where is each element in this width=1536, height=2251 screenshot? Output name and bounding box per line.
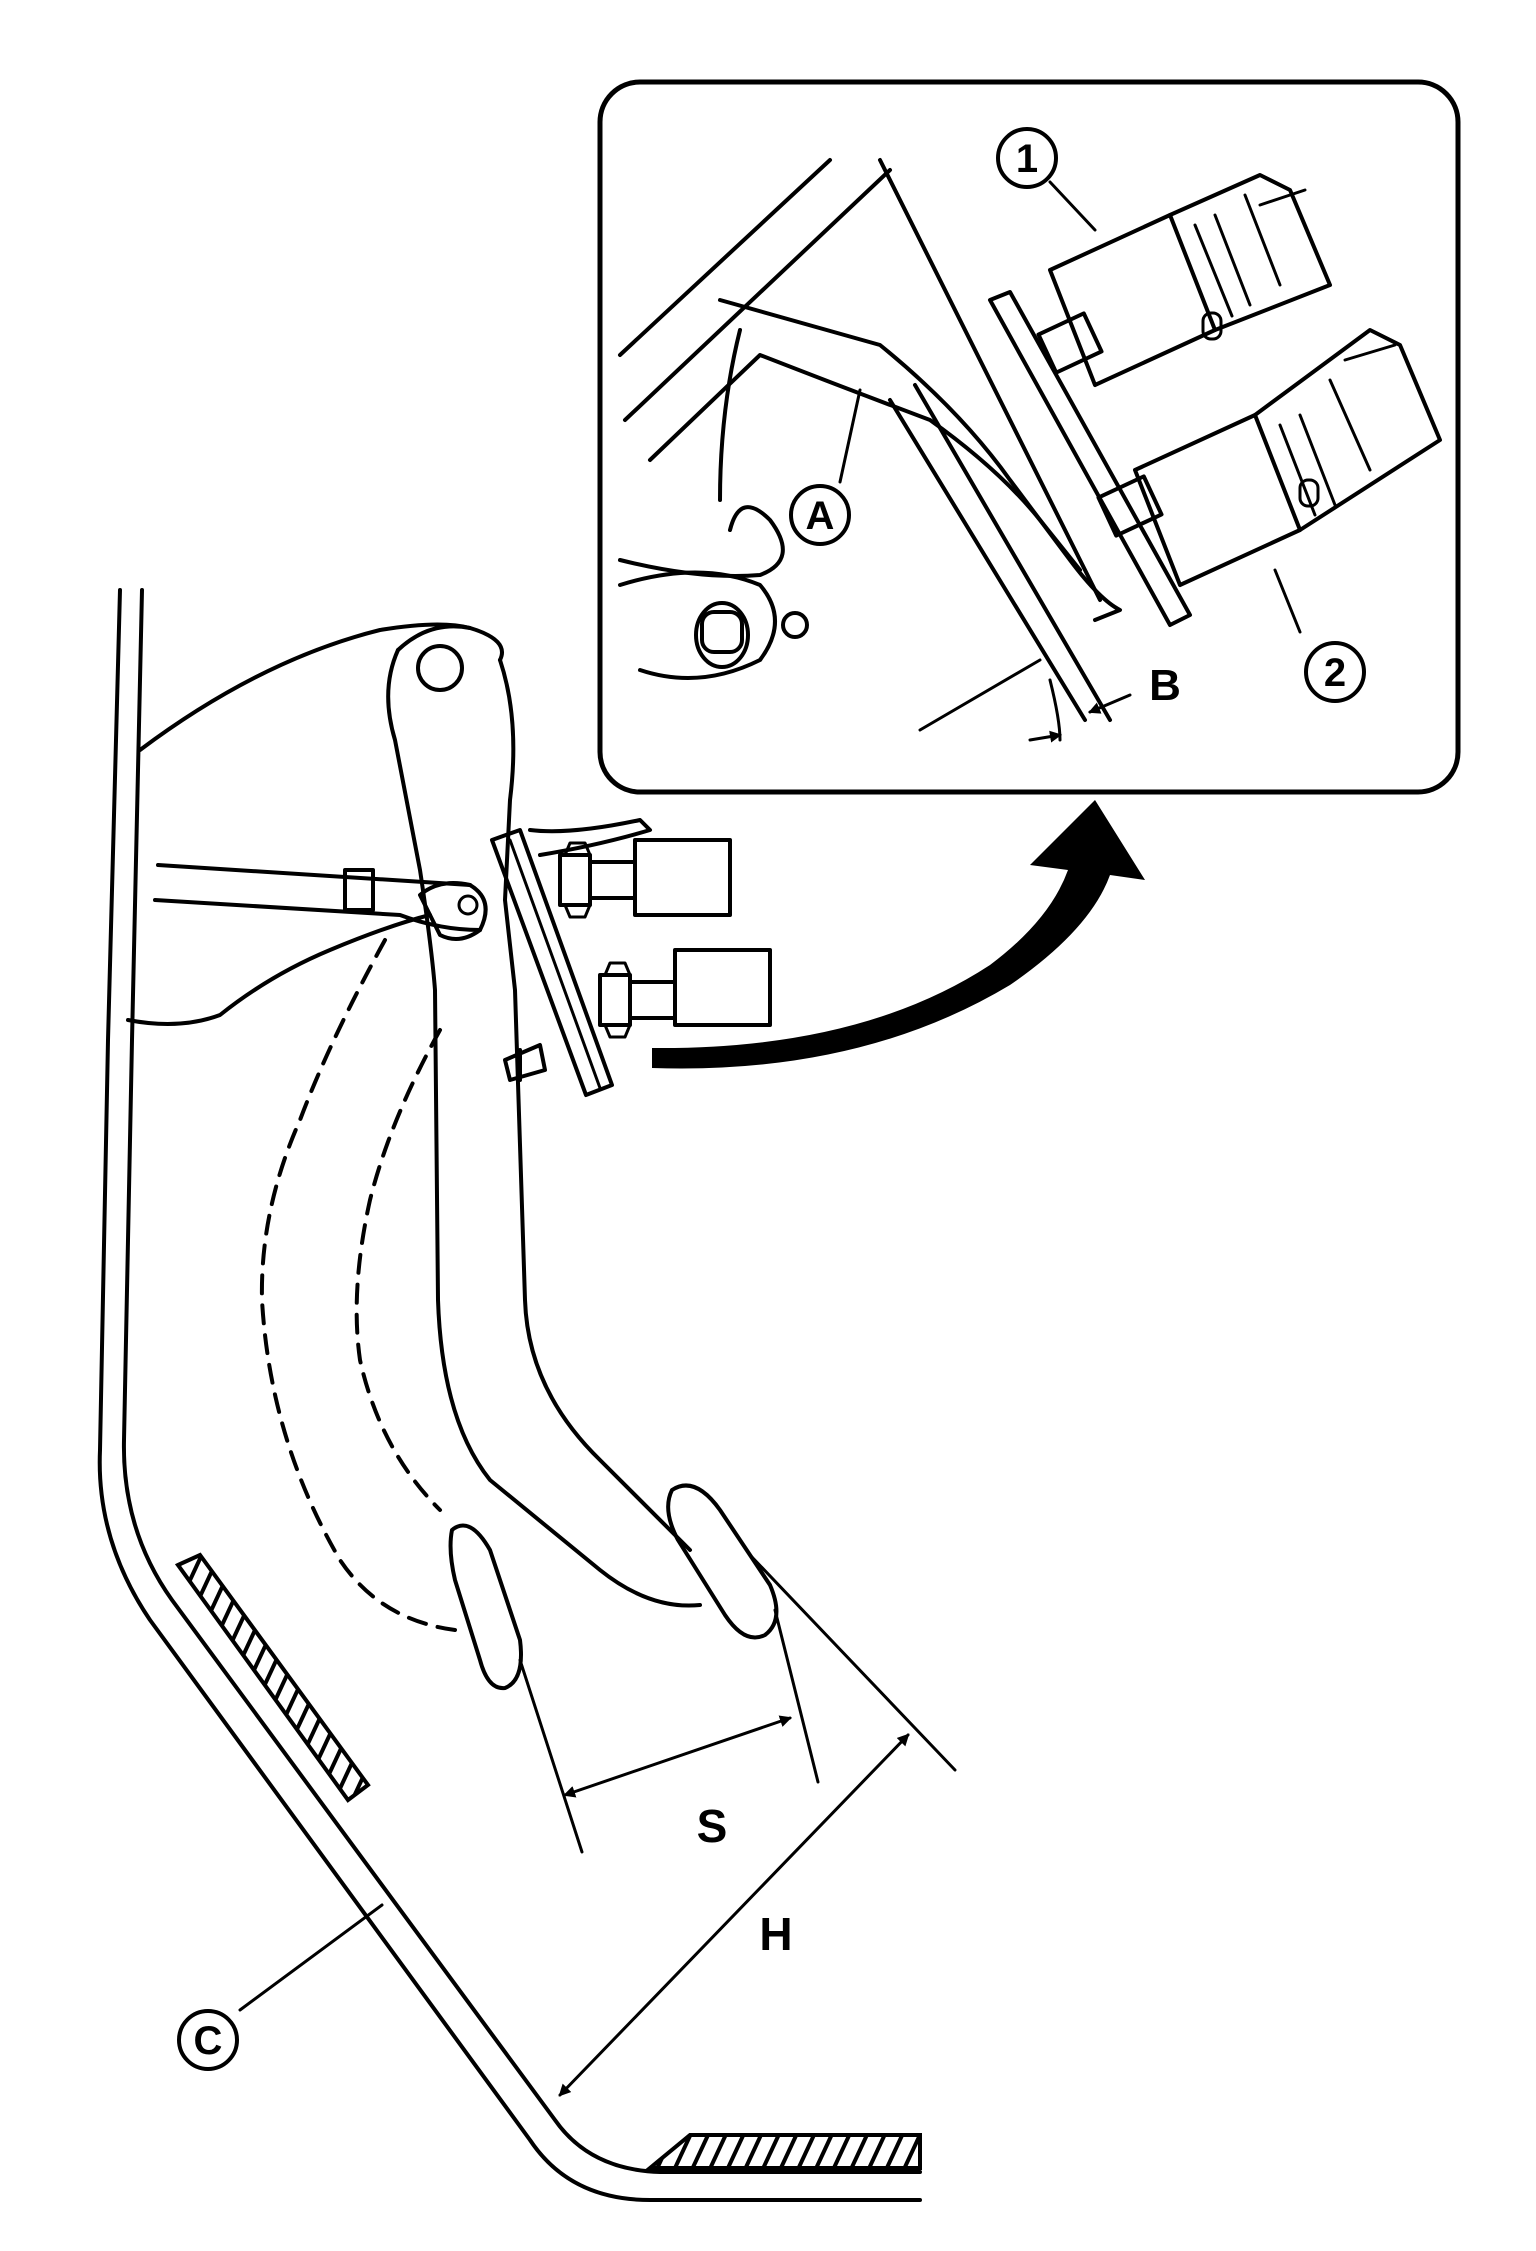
- inset-pedal-plate: [888, 383, 1112, 722]
- pointer-arrow: [652, 800, 1145, 1069]
- pedal-assembly: [97, 588, 1145, 2202]
- switch-2-detail: [1096, 328, 1442, 587]
- dimension-b-label: B: [1149, 661, 1181, 710]
- pedal-arm-left: [386, 648, 702, 1608]
- switch-stopper: [503, 1043, 547, 1082]
- dimension-h-label: H: [759, 1908, 792, 1960]
- switch-1-detail: [1036, 173, 1332, 387]
- callout-a: A: [789, 484, 851, 546]
- detail-inset: [597, 79, 1461, 795]
- inset-arm-lower: [618, 328, 785, 578]
- switch-bracket-edge: [508, 838, 602, 1090]
- pedal-pivot: [416, 644, 464, 692]
- pedal-bracket: [138, 622, 472, 752]
- callout-2: 2: [1304, 641, 1366, 703]
- s-extension-left: [518, 1658, 584, 1854]
- callout-2-label: 2: [1324, 651, 1346, 695]
- switch-1-small: [558, 838, 732, 919]
- floor-mat-bottom: [644, 2133, 922, 2170]
- floor-mat-left: [174, 1552, 371, 1803]
- pedal-depressed-outline: [259, 938, 457, 1632]
- c-leader: [238, 1903, 384, 2012]
- b-arrow-right: [1088, 693, 1132, 714]
- switch-2-small: [598, 948, 772, 1039]
- h-dimension-line: [558, 1733, 910, 2097]
- pedal-depressed-inner: [354, 1028, 442, 1512]
- inset-floor-line: [918, 658, 1042, 732]
- pedal-arm-top: [396, 624, 504, 662]
- callout-1-label: 1: [1016, 137, 1038, 181]
- bracket-flange: [528, 818, 652, 857]
- pushrod-clevis: [343, 868, 375, 912]
- b-extension: [1048, 678, 1062, 742]
- leader-1: [1048, 180, 1097, 232]
- callout-1: 1: [996, 127, 1058, 189]
- pushrod-joint: [418, 881, 488, 941]
- callout-c-label: C: [194, 2019, 223, 2063]
- callout-a-label: A: [806, 494, 835, 538]
- pedal-pad-depressed: [448, 1523, 523, 1691]
- dash-panel-inner: [121, 588, 922, 2174]
- s-dimension-line: [563, 1715, 792, 1798]
- inset-switch-plate: [988, 290, 1192, 627]
- callout-c: C: [177, 2009, 239, 2071]
- pedal-pad-rest: [666, 1483, 779, 1640]
- b-arrow-left: [1028, 730, 1062, 743]
- inset-bracket-lines: [618, 158, 1102, 602]
- h-extension: [748, 1553, 957, 1772]
- inset-clevis: [618, 570, 809, 680]
- pedal-bracket-lower: [126, 913, 432, 1026]
- leader-2: [1273, 568, 1302, 634]
- dimension-s-label: S: [697, 1800, 728, 1852]
- leader-a: [838, 388, 862, 484]
- pedal-arm-right: [498, 658, 692, 1552]
- s-extension-right: [773, 1608, 820, 1784]
- switch-bracket: [490, 828, 614, 1097]
- dash-panel-outer: [97, 588, 922, 2202]
- pushrod-pin: [457, 894, 479, 916]
- inset-arm: [718, 298, 1122, 622]
- inset-frame: [597, 79, 1461, 795]
